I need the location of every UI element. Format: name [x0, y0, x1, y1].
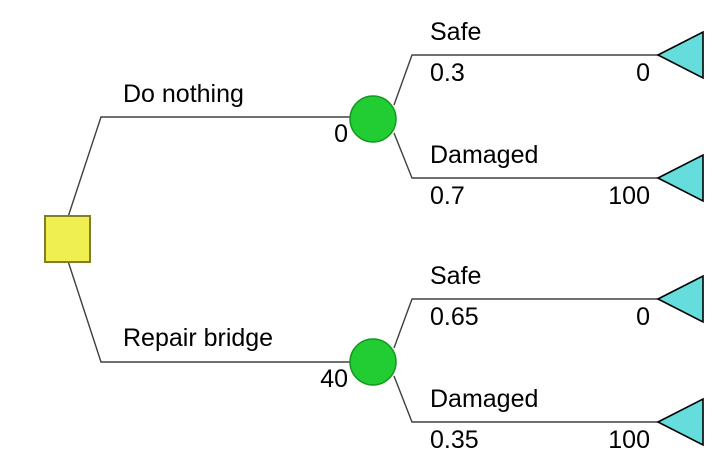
branch-line-do-nothing-safe: [393, 54, 659, 106]
branch-line-repair-bridge-safe: [393, 298, 659, 349]
outcome-probability-do-nothing-safe: 0.3: [430, 59, 465, 87]
outcome-payoff-repair-bridge-damaged: 100: [608, 426, 650, 454]
outcome-payoff-repair-bridge-safe: 0: [636, 303, 650, 331]
chance-node-repair-bridge[interactable]: [349, 338, 397, 386]
branch-line-repair-bridge-damaged: [393, 375, 659, 423]
branch-line-do-nothing-damaged: [393, 132, 659, 179]
outcome-probability-repair-bridge-safe: 0.65: [430, 303, 479, 331]
branch-label-repair-bridge: Repair bridge: [123, 324, 274, 352]
terminal-node-repair-bridge-safe[interactable]: [656, 274, 704, 324]
terminal-node-repair-bridge-damaged[interactable]: [656, 397, 704, 447]
branch-label-do-nothing: Do nothing: [123, 80, 244, 108]
chance-node-do-nothing[interactable]: [349, 95, 397, 143]
outcome-payoff-do-nothing-damaged: 100: [608, 182, 650, 210]
branch-line-do-nothing: [67, 116, 352, 218]
outcome-label-do-nothing-safe: Safe: [430, 18, 482, 46]
branch-line-repair-bridge: [67, 260, 352, 363]
outcome-probability-do-nothing-damaged: 0.7: [430, 182, 465, 210]
decision-node-root[interactable]: [44, 215, 91, 263]
outcome-label-repair-bridge-safe: Safe: [430, 262, 482, 290]
outcome-label-do-nothing-damaged: Damaged: [430, 141, 539, 169]
outcome-payoff-do-nothing-safe: 0: [636, 59, 650, 87]
outcome-probability-repair-bridge-damaged: 0.35: [430, 426, 479, 454]
branch-cost-do-nothing: 0: [334, 120, 348, 148]
terminal-node-do-nothing-safe[interactable]: [656, 30, 704, 80]
terminal-node-do-nothing-damaged[interactable]: [656, 153, 704, 203]
branch-cost-repair-bridge: 40: [320, 365, 348, 393]
outcome-label-repair-bridge-damaged: Damaged: [430, 385, 539, 413]
